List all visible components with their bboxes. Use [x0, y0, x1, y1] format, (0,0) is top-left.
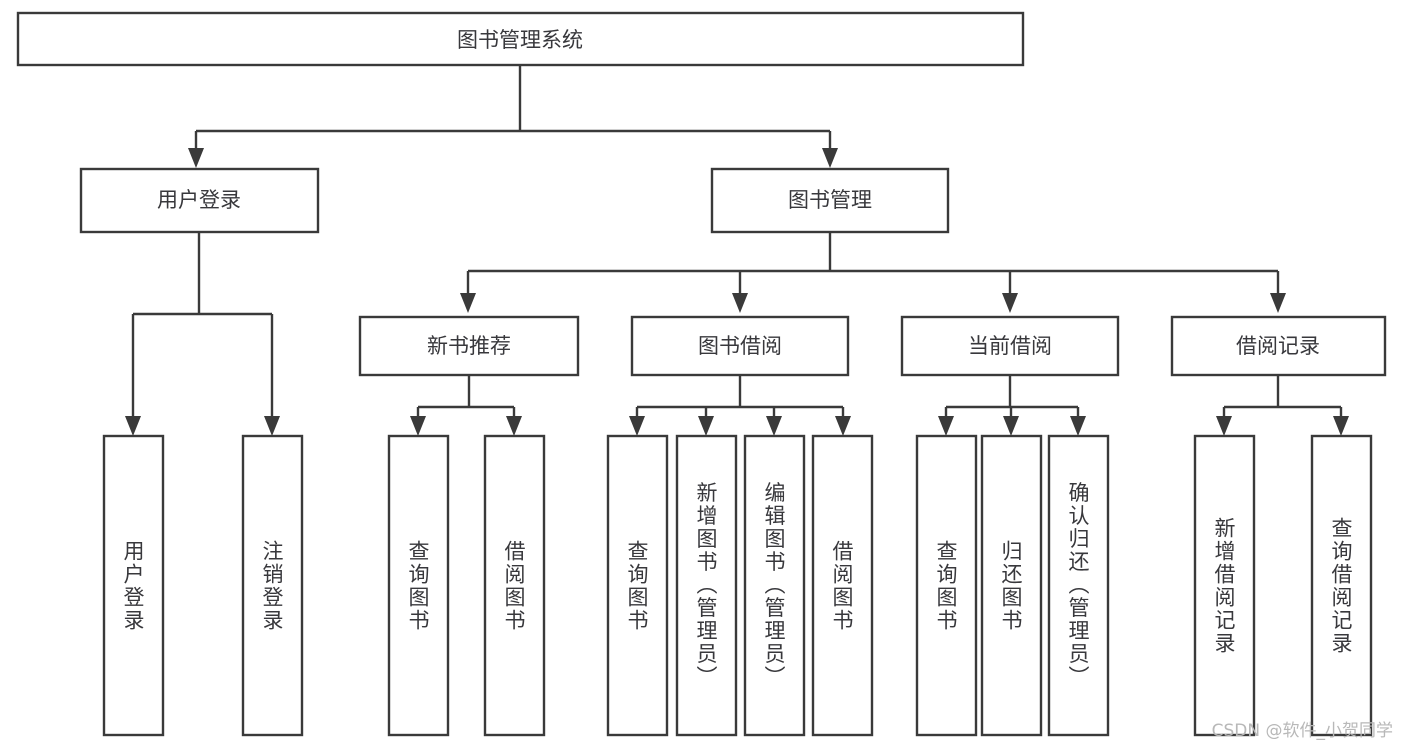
arrow-current-borrow-leaf-1 — [938, 416, 954, 436]
leaf-borrow-book-1[interactable]: 借阅图书 — [483, 434, 546, 737]
leaf-return-book-label: 归还图书 — [999, 540, 1023, 632]
leaf-query-book-3-box[interactable] — [915, 434, 978, 737]
node-book-borrow-label: 图书借阅 — [698, 334, 782, 358]
node-current-borrow-box[interactable] — [900, 315, 1120, 377]
leaf-add-record-box[interactable] — [1193, 434, 1256, 737]
leaf-confirm-return-label: 确认归还（管理员） — [1066, 482, 1090, 689]
arrow-book-borrow-leaf-3 — [766, 416, 782, 436]
node-new-book-recommend-box[interactable] — [358, 315, 580, 377]
arrow-user-login-leaf-2 — [264, 416, 280, 436]
leaf-query-book-1[interactable]: 查询图书 — [387, 434, 450, 737]
leaf-return-book[interactable]: 归还图书 — [980, 434, 1043, 737]
leaf-add-record-label: 新增借阅记录 — [1212, 517, 1236, 655]
leaf-borrow-book-2-label: 借阅图书 — [830, 540, 854, 632]
node-current-borrow-label: 当前借阅 — [968, 334, 1052, 358]
node-user-login-box[interactable] — [79, 167, 320, 234]
edge-group-book-borrow — [629, 375, 851, 436]
leaf-edit-book-box[interactable] — [743, 434, 806, 737]
arrow-book-manage-to-borrow-record — [1270, 293, 1286, 313]
leaf-query-book-3[interactable]: 查询图书 — [915, 434, 978, 737]
edge-group-user-login — [125, 232, 280, 436]
leaf-add-book[interactable]: 新增图书（管理员） — [675, 434, 738, 737]
arrow-new-book-leaf-1 — [410, 416, 426, 436]
leaf-add-record[interactable]: 新增借阅记录 — [1193, 434, 1256, 737]
arrow-borrow-record-leaf-2 — [1333, 416, 1349, 436]
leaf-user-login-label: 用户登录 — [121, 540, 145, 632]
node-book-borrow[interactable]: 图书借阅 — [630, 315, 850, 377]
leaf-borrow-book-1-box[interactable] — [483, 434, 546, 737]
arrow-book-manage-to-current-borrow — [1002, 293, 1018, 313]
arrow-book-manage-to-new-book — [460, 293, 476, 313]
leaf-query-book-1-label: 查询图书 — [406, 540, 430, 632]
arrow-book-borrow-leaf-2 — [698, 416, 714, 436]
node-borrow-record-box[interactable] — [1170, 315, 1387, 377]
leaf-query-book-2-label: 查询图书 — [625, 540, 649, 632]
node-book-manage-box[interactable] — [710, 167, 950, 234]
node-user-login-label: 用户登录 — [157, 188, 241, 212]
leaf-user-logout-box[interactable] — [241, 434, 304, 737]
node-root-box[interactable] — [16, 11, 1025, 67]
arrow-root-to-book-manage — [822, 148, 838, 168]
leaf-borrow-book-1-label: 借阅图书 — [502, 540, 526, 632]
leaf-query-book-2-box[interactable] — [606, 434, 669, 737]
leaf-return-book-box[interactable] — [980, 434, 1043, 737]
arrow-user-login-leaf-1 — [125, 416, 141, 436]
arrow-current-borrow-leaf-3 — [1070, 416, 1086, 436]
node-borrow-record[interactable]: 借阅记录 — [1170, 315, 1387, 377]
leaf-query-record-box[interactable] — [1310, 434, 1373, 737]
edge-group-borrow-record — [1216, 375, 1349, 436]
node-new-book-recommend-label: 新书推荐 — [427, 334, 511, 358]
leaf-borrow-book-2[interactable]: 借阅图书 — [811, 434, 874, 737]
edge-group-current-borrow — [938, 375, 1086, 436]
leaf-user-login[interactable]: 用户登录 — [102, 434, 165, 737]
node-borrow-record-label: 借阅记录 — [1236, 334, 1320, 358]
leaf-edit-book[interactable]: 编辑图书（管理员） — [743, 434, 806, 737]
leaf-user-logout[interactable]: 注销登录 — [241, 434, 304, 737]
leaf-query-record-label: 查询借阅记录 — [1329, 517, 1353, 655]
edge-group-new-book-recommend — [410, 375, 522, 436]
node-user-login[interactable]: 用户登录 — [79, 167, 320, 234]
leaf-add-book-label: 新增图书（管理员） — [694, 482, 718, 689]
leaf-confirm-return-box[interactable] — [1047, 434, 1110, 737]
leaf-query-book-1-box[interactable] — [387, 434, 450, 737]
leaf-query-book-3-label: 查询图书 — [934, 540, 958, 632]
arrow-borrow-record-leaf-1 — [1216, 416, 1232, 436]
node-book-manage-label: 图书管理 — [788, 188, 872, 212]
leaf-query-record[interactable]: 查询借阅记录 — [1310, 434, 1373, 737]
arrow-book-borrow-leaf-4 — [835, 416, 851, 436]
leaf-user-logout-label: 注销登录 — [260, 540, 284, 632]
arrow-new-book-leaf-2 — [506, 416, 522, 436]
leaf-borrow-book-2-box[interactable] — [811, 434, 874, 737]
node-new-book-recommend[interactable]: 新书推荐 — [358, 315, 580, 377]
node-book-borrow-box[interactable] — [630, 315, 850, 377]
leaf-confirm-return[interactable]: 确认归还（管理员） — [1047, 434, 1110, 737]
edge-group-book-manage — [460, 232, 1286, 313]
arrow-book-manage-to-book-borrow — [732, 293, 748, 313]
edge-group-root — [188, 65, 838, 168]
arrow-root-to-user-login — [188, 148, 204, 168]
leaf-edit-book-label: 编辑图书（管理员） — [762, 482, 786, 689]
leaf-query-book-2[interactable]: 查询图书 — [606, 434, 669, 737]
node-book-manage[interactable]: 图书管理 — [710, 167, 950, 234]
leaf-user-login-box[interactable] — [102, 434, 165, 737]
leaf-add-book-box[interactable] — [675, 434, 738, 737]
node-root-label: 图书管理系统 — [457, 28, 583, 52]
arrow-current-borrow-leaf-2 — [1003, 416, 1019, 436]
node-current-borrow[interactable]: 当前借阅 — [900, 315, 1120, 377]
node-root[interactable]: 图书管理系统 — [16, 11, 1025, 67]
arrow-book-borrow-leaf-1 — [629, 416, 645, 436]
